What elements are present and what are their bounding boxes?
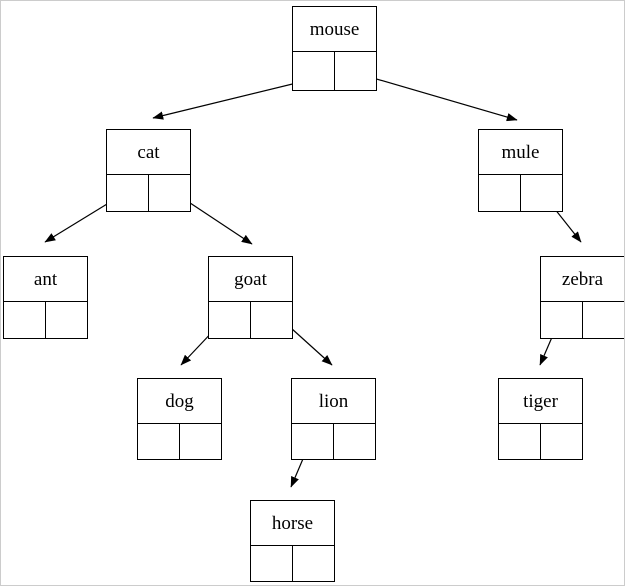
node-right-pointer-cell[interactable]: [180, 424, 222, 459]
tree-node-cat[interactable]: cat: [106, 129, 191, 212]
node-right-pointer-cell[interactable]: [541, 424, 583, 459]
node-left-pointer-cell[interactable]: [293, 52, 335, 90]
node-right-pointer-cell[interactable]: [583, 302, 625, 338]
node-left-pointer-cell[interactable]: [4, 302, 46, 338]
tree-node-mouse[interactable]: mouse: [292, 6, 377, 91]
node-pointer-cells: [541, 302, 624, 338]
node-label: mule: [479, 130, 562, 175]
tree-node-zebra[interactable]: zebra: [540, 256, 624, 339]
node-left-pointer-cell[interactable]: [209, 302, 251, 338]
node-left-pointer-cell[interactable]: [138, 424, 180, 459]
node-left-pointer-cell[interactable]: [107, 175, 149, 211]
node-label: dog: [138, 379, 221, 424]
node-left-pointer-cell[interactable]: [541, 302, 583, 338]
node-label: cat: [107, 130, 190, 175]
node-pointer-cells: [209, 302, 292, 338]
node-label: mouse: [293, 7, 376, 52]
node-left-pointer-cell[interactable]: [499, 424, 541, 459]
node-pointer-cells: [4, 302, 87, 338]
tree-node-lion[interactable]: lion: [291, 378, 376, 460]
node-label: horse: [251, 501, 334, 546]
node-right-pointer-cell[interactable]: [293, 546, 335, 581]
node-left-pointer-cell[interactable]: [292, 424, 334, 459]
node-right-pointer-cell[interactable]: [335, 52, 377, 90]
node-pointer-cells: [138, 424, 221, 459]
tree-node-mule[interactable]: mule: [478, 129, 563, 212]
node-right-pointer-cell[interactable]: [521, 175, 563, 211]
tree-node-dog[interactable]: dog: [137, 378, 222, 460]
tree-node-ant[interactable]: ant: [3, 256, 88, 339]
node-label: goat: [209, 257, 292, 302]
tree-node-horse[interactable]: horse: [250, 500, 335, 582]
node-right-pointer-cell[interactable]: [149, 175, 191, 211]
node-pointer-cells: [107, 175, 190, 211]
node-pointer-cells: [479, 175, 562, 211]
tree-edge-mouse-to-mule: [355, 72, 518, 122]
node-label: lion: [292, 379, 375, 424]
node-left-pointer-cell[interactable]: [479, 175, 521, 211]
node-right-pointer-cell[interactable]: [46, 302, 88, 338]
node-label: ant: [4, 257, 87, 302]
tree-edge-mouse-to-cat: [152, 78, 314, 120]
node-label: tiger: [499, 379, 582, 424]
node-left-pointer-cell[interactable]: [251, 546, 293, 581]
node-pointer-cells: [292, 424, 375, 459]
node-pointer-cells: [293, 52, 376, 90]
node-pointer-cells: [499, 424, 582, 459]
node-pointer-cells: [251, 546, 334, 581]
tree-node-tiger[interactable]: tiger: [498, 378, 583, 460]
node-right-pointer-cell[interactable]: [251, 302, 293, 338]
node-label: zebra: [541, 257, 624, 302]
node-right-pointer-cell[interactable]: [334, 424, 376, 459]
tree-node-goat[interactable]: goat: [208, 256, 293, 339]
